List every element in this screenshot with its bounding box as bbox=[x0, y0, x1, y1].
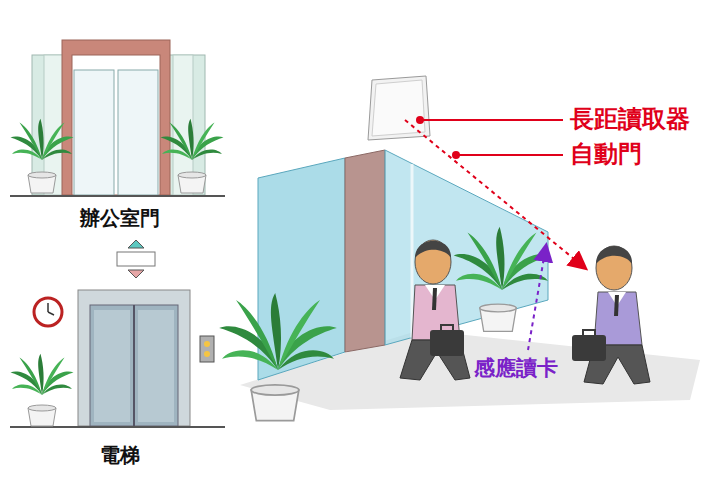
elevator-label: 電梯 bbox=[100, 444, 140, 467]
floor-indicator bbox=[117, 240, 155, 278]
door-callout: 自動門 bbox=[570, 141, 642, 169]
person bbox=[400, 240, 470, 380]
card-read-label: 感應讀卡 bbox=[474, 356, 558, 380]
elevator bbox=[10, 290, 225, 427]
leader-lines bbox=[405, 116, 585, 350]
reader-label: 長距讀取器 bbox=[570, 106, 690, 134]
long-range-reader bbox=[368, 76, 430, 140]
person bbox=[572, 246, 650, 384]
office-door bbox=[10, 40, 225, 196]
door-label: 辦公室門 bbox=[80, 207, 160, 230]
